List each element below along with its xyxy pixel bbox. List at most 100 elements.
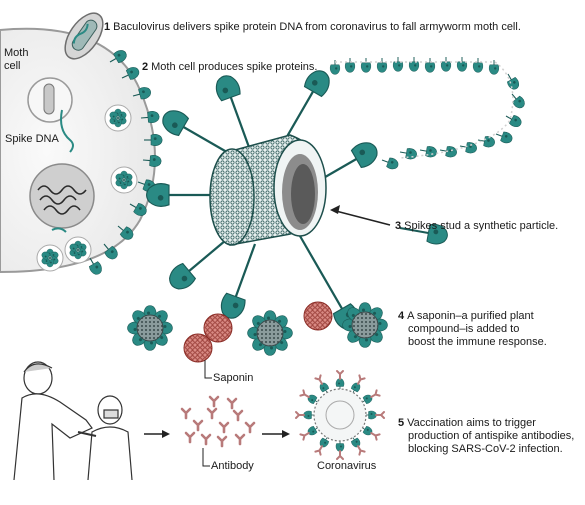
spike-protein-icon: [115, 173, 125, 183]
spike-dna-strand: [60, 109, 74, 153]
bound-antibody-icon: [357, 445, 366, 456]
antibody-icon: [208, 395, 220, 408]
saponin-callout: [204, 360, 212, 379]
spike-protein-icon: [117, 225, 134, 240]
spike-protein-icon: [109, 111, 119, 121]
antibody-icon: [232, 409, 244, 422]
bound-antibody-icon: [336, 450, 344, 460]
spike-protein-icon: [440, 57, 452, 72]
moth-cell-label-2: cell: [4, 60, 21, 72]
spike-protein-icon: [88, 257, 102, 275]
antibody-icon: [226, 397, 238, 410]
saponin-label: Saponin: [213, 372, 254, 384]
spike-protein-icon: [69, 243, 79, 253]
spike-protein-icon: [109, 50, 127, 64]
bound-antibody-icon: [299, 432, 310, 441]
bound-antibody-icon: [370, 432, 381, 441]
spike-protein-icon: [399, 223, 448, 245]
saponin-cages: [183, 301, 333, 379]
bound-antibody-icon: [295, 411, 305, 419]
spike-protein-icon: [307, 425, 318, 436]
step-2-text: Moth cell produces spike proteins.: [151, 61, 318, 73]
free-spike-proteins: [329, 57, 525, 170]
spike-protein-icon: [507, 73, 520, 90]
spike-protein-icon: [140, 111, 160, 124]
step-3-text: Spikes stud a synthetic particle.: [404, 220, 559, 232]
spike-protein-icon: [362, 425, 373, 436]
spike-protein-icon: [142, 154, 162, 167]
spike-protein-icon: [399, 148, 417, 160]
vaccination-people: [13, 361, 133, 481]
antibody-icon: [218, 421, 230, 434]
bound-antibody-icon: [314, 374, 323, 385]
chromosome-dna: [37, 185, 87, 215]
step-2-number: 2: [142, 61, 149, 73]
spike-protein-icon: [146, 183, 225, 207]
coronavirus-label: Coronavirus: [317, 460, 377, 472]
spike-protein-icon: [392, 57, 404, 72]
step-1-text: Baculovirus delivers spike protein DNA f…: [113, 21, 521, 33]
spike-protein-icon: [335, 378, 345, 389]
spike-protein-icon: [424, 58, 436, 73]
bound-antibody-icon: [375, 411, 385, 419]
spike-protein-icon: [319, 437, 330, 448]
spike-protein-icon: [303, 410, 314, 420]
antibody-cluster: [180, 395, 256, 448]
bound-antibody-icon: [299, 389, 310, 398]
spike-protein-icon: [477, 136, 495, 148]
spike-protein-icon: [381, 157, 399, 170]
spike-protein-icon: [132, 87, 152, 100]
step-5-line-1: Vaccination aims to trigger: [407, 417, 536, 429]
antibody-icon: [180, 407, 192, 420]
step-5-number: 5: [398, 417, 405, 429]
spike-protein-icon: [366, 410, 377, 420]
spike-protein-icon: [495, 131, 513, 144]
antibody-label: Antibody: [211, 460, 254, 472]
step-1-number: 1: [104, 21, 111, 33]
spike-protein-icon: [41, 251, 51, 261]
spike-protein-icon: [511, 93, 525, 109]
antibody-icon: [244, 421, 256, 434]
step-5-line-2: production of antispike antibodies,: [408, 430, 575, 442]
spike-protein-icon: [220, 243, 257, 319]
spike-protein-icon: [103, 243, 118, 260]
step-4-line-3: boost the immune response.: [408, 336, 547, 348]
spike-protein-icon: [284, 70, 330, 141]
step-3-number: 3: [395, 220, 402, 232]
spike-protein-icon: [319, 142, 378, 181]
spike-protein-icon: [129, 202, 147, 216]
spike-protein-icon: [472, 58, 484, 73]
spike-protein-icon: [49, 255, 59, 265]
spike-protein-icon: [360, 58, 372, 73]
bound-antibody-icon: [370, 389, 381, 398]
membrane-spikes: [88, 50, 163, 275]
spike-protein-icon: [488, 60, 500, 75]
coronavirus: [295, 370, 385, 460]
spike-protein-icon: [143, 328, 157, 351]
antibody-icon: [200, 433, 212, 446]
spike-protein-icon: [456, 57, 468, 72]
bound-antibody-icon: [314, 445, 323, 456]
spike-protein-icon: [215, 75, 252, 151]
spike-protein-icon: [335, 441, 345, 452]
antibody-icon: [216, 435, 228, 448]
nucleus: [29, 163, 95, 229]
step-4-line-1: A saponin–a purified plant: [407, 310, 534, 322]
synthetic-particle: [146, 70, 448, 330]
particle-spikes: [146, 70, 448, 330]
step-4-number: 4: [398, 310, 405, 322]
step-5-line-3: blocking SARS-CoV-2 infection.: [408, 443, 563, 455]
insertion-arrow: [331, 209, 391, 226]
bound-antibody-icon: [357, 374, 366, 385]
spike-protein-icon: [162, 110, 233, 156]
spike-protein-icon: [329, 60, 341, 75]
spike-protein-icon: [439, 146, 457, 158]
moth-cell: [0, 27, 156, 274]
baculovirus: [64, 12, 104, 60]
spike-protein-icon: [459, 142, 477, 154]
